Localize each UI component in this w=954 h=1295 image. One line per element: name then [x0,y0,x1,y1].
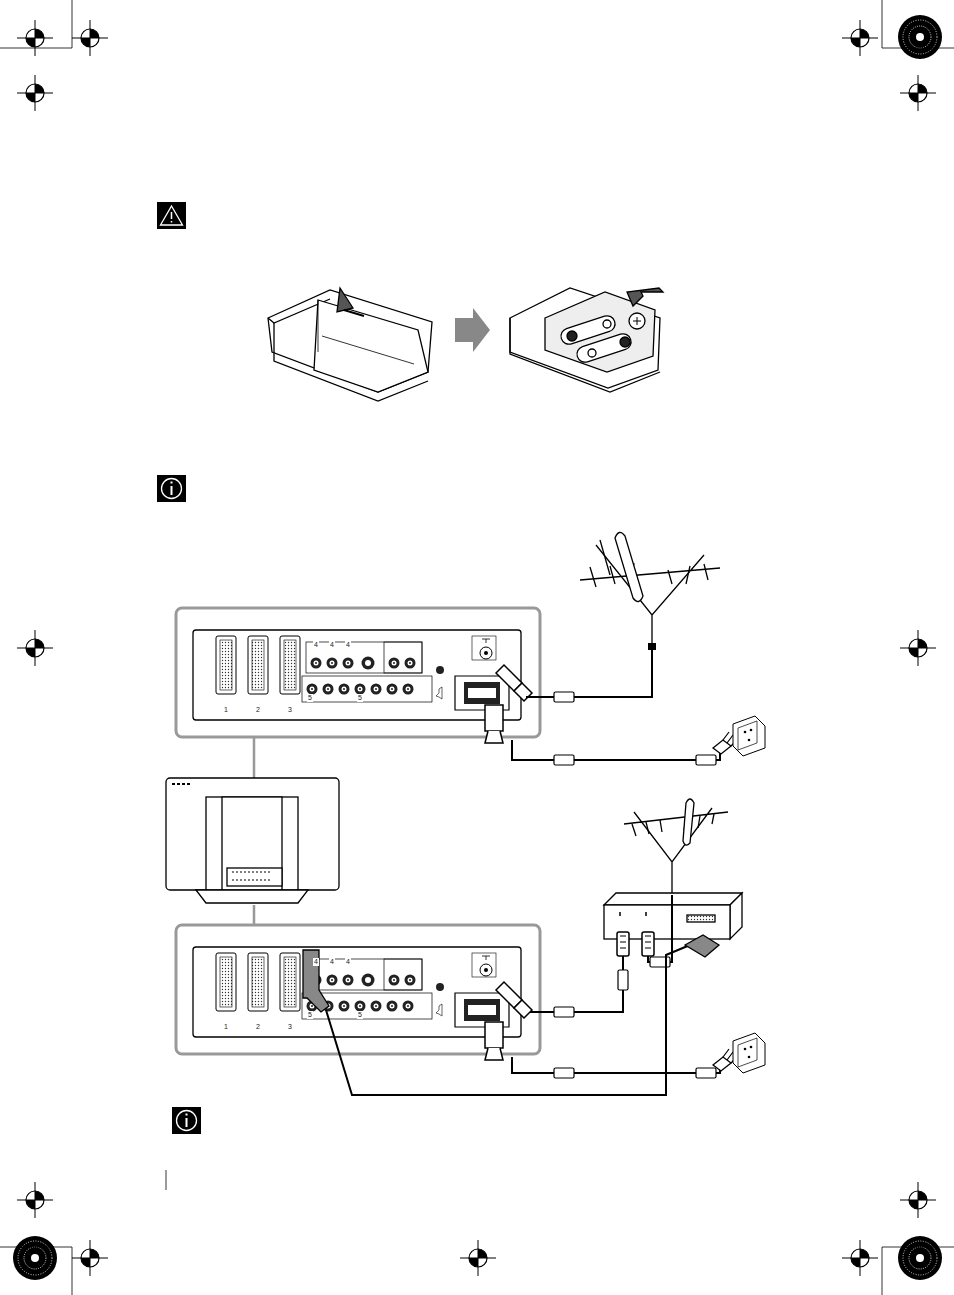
sequence-arrow [455,308,490,352]
info-icon [157,475,186,502]
input-number: 4 [345,641,351,649]
scart-plug [303,935,719,1012]
scart-number: 2 [255,706,261,714]
remote-control-open [510,288,663,392]
scart-number: 3 [287,1023,293,1031]
input-number: 4 [345,958,351,966]
input-number: 4 [329,641,335,649]
rf-plugs [617,932,654,956]
scart-number: 1 [223,706,229,714]
tv-rear [166,737,339,925]
input-number: 4 [313,958,319,966]
warning-icon [157,202,186,229]
scart-number: 3 [287,706,293,714]
input-number: 5 [357,694,363,702]
aerial [624,799,728,895]
input-number: 5 [357,1011,363,1019]
scart-number: 2 [255,1023,261,1031]
input-number: 5 [307,1011,313,1019]
input-number: 4 [313,641,319,649]
info-icon [172,1107,201,1134]
scart-number: 1 [223,1023,229,1031]
remote-control [268,288,432,401]
input-number: 4 [329,958,335,966]
aerial [580,532,720,696]
input-number: 5 [307,694,313,702]
